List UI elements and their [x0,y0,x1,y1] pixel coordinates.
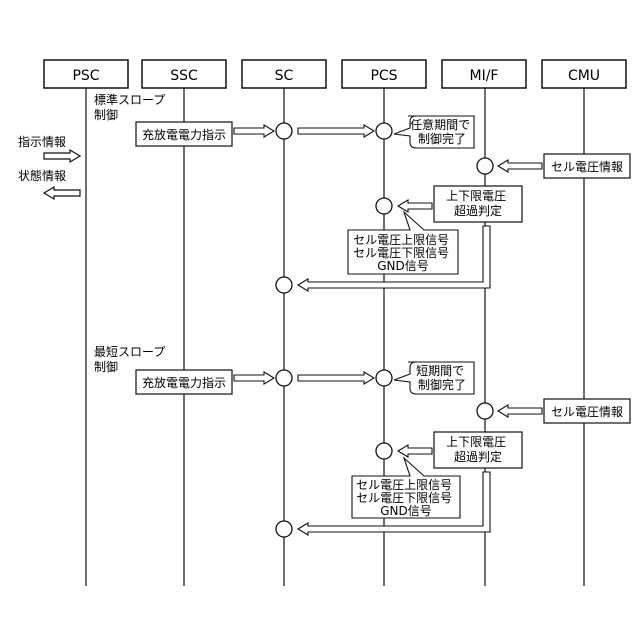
lifeline-cmu: CMU [542,60,626,586]
instruction-arrow-icon [298,372,374,384]
signals-line-2: セル電圧下限信号 [356,491,452,505]
status-arrow-icon [398,445,432,457]
status-arrow-icon [398,200,432,212]
limit-judgment-label: 上下限電圧 超過判定 [446,189,510,218]
sc-process-node [276,370,292,386]
completion-note: 任意期間で 制御完了 [410,117,474,146]
lifeline-label-psc: PSC [72,68,99,84]
instruction-arrow-icon [234,125,274,137]
instruction-arrow-icon [44,150,80,162]
lifeline-label-sc: SC [275,68,294,84]
status-arrow-icon [498,160,542,172]
legend-status-label: 状態情報 [18,168,66,183]
lifeline-label-ssc: SSC [170,68,198,84]
sc-process-node [276,521,292,537]
lifeline-label-mif: MI/F [470,68,499,84]
sc-process-node [276,123,292,139]
pcs-process-node [376,443,392,459]
instruction-arrow-icon [298,125,374,137]
signals-line-2: セル電圧下限信号 [353,246,449,260]
signals-line-1: セル電圧上限信号 [356,478,452,492]
pcs-process-node [376,123,392,139]
cell-voltage-info-label: セル電圧情報 [551,160,623,174]
limit-judgment-label: 上下限電圧 超過判定 [446,435,510,464]
section-title: 標準スロープ 制御 [94,92,169,122]
status-arrow-icon [44,187,80,199]
cell-voltage-info-label: セル電圧情報 [551,405,623,419]
section-standard-slope: 標準スロープ 制御 充放電電力指示 任意期間で 制御完了 セル電圧情報 上下限電… [94,92,630,293]
limit-judgment-line-1: 上下限電圧 [446,435,506,449]
section-title-line-2: 制御 [94,359,118,374]
limit-judgment-line-1: 上下限電圧 [446,189,506,203]
charge-instruction-label: 充放電電力指示 [142,375,226,390]
section-title-line-1: 最短スロープ [94,345,165,359]
signals-line-1: セル電圧上限信号 [353,233,449,247]
completion-note-line-2: 制御完了 [418,131,466,146]
lifeline-label-pcs: PCS [370,68,397,84]
pcs-process-node [376,198,392,214]
legend-instruction-label: 指示情報 [18,134,66,149]
mif-process-node [477,403,493,419]
charge-instruction-label: 充放電電力指示 [142,127,226,142]
section-title-line-2: 制御 [94,107,118,122]
section-shortest-slope: 最短スロープ 制御 充放電電力指示 短期間で 制御完了 セル電圧情報 上下限電圧… [94,345,630,537]
signals-line-3: GND信号 [380,504,432,518]
instruction-arrow-icon [234,372,274,384]
lifeline-label-cmu: CMU [568,68,600,84]
completion-note-line-1: 任意期間で [410,117,470,132]
signals-line-3: GND信号 [377,259,429,273]
mif-process-node [477,158,493,174]
section-title-line-1: 標準スロープ [94,92,165,107]
status-arrow-icon [498,405,542,417]
sc-process-node [276,277,292,293]
pcs-process-node [376,370,392,386]
completion-note: 短期間で 制御完了 [416,364,468,392]
completion-note-line-1: 短期間で [416,364,464,378]
limit-judgment-line-2: 超過判定 [454,449,502,464]
completion-note-line-2: 制御完了 [418,377,466,392]
legend: 指示情報 状態情報 [18,134,80,199]
limit-judgment-line-2: 超過判定 [454,203,502,218]
